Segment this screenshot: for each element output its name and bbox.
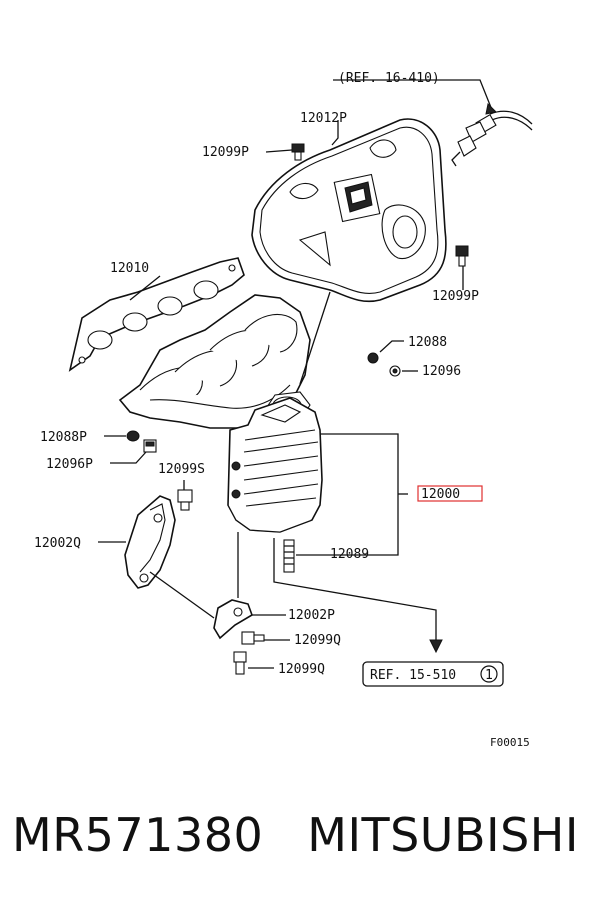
- label-12002Q: 12002Q: [34, 536, 81, 551]
- ref-label-bottom-number: 1: [485, 668, 493, 683]
- stud-12089: [283, 539, 295, 573]
- highlight-box-12000: [417, 485, 483, 502]
- label-12099P-right: 12099P: [432, 289, 479, 304]
- washer-12096: [389, 365, 401, 377]
- bolt-12099P-right: [455, 245, 469, 267]
- label-12099P-top: 12099P: [202, 145, 249, 160]
- exhaust-manifold: [118, 294, 311, 429]
- exploded-parts-diagram: (REF. 16-410) 12012P 12099P 12099P 12010…: [34, 71, 533, 749]
- label-12088P: 12088P: [40, 430, 87, 445]
- brand-name: MITSUBISHI: [307, 808, 579, 862]
- label-12088: 12088: [408, 335, 447, 350]
- label-12099Q-a: 12099Q: [294, 633, 341, 648]
- bracket-12002Q: [124, 495, 176, 589]
- oxygen-sensor: [333, 79, 533, 167]
- nut-12088: [367, 352, 379, 364]
- nut-12088P: [126, 430, 140, 442]
- bolt-12099Q-b: [233, 651, 247, 675]
- bolt-12099S: [177, 489, 193, 511]
- ref-label-top: (REF. 16-410): [338, 71, 440, 86]
- label-12099S: 12099S: [158, 462, 205, 477]
- label-12000: 12000: [421, 487, 460, 502]
- heat-shield: [251, 118, 447, 303]
- label-12010: 12010: [110, 261, 149, 276]
- label-12002P: 12002P: [288, 608, 335, 623]
- bracket-12002P: [213, 599, 253, 640]
- part-number: MR571380: [12, 808, 264, 862]
- bolt-12099P-top: [291, 143, 305, 161]
- label-12099Q-b: 12099Q: [278, 662, 325, 677]
- bolt-12099Q-a: [241, 631, 265, 645]
- leader-lines: [98, 120, 464, 669]
- part-caption: MR571380 MITSUBISHI: [12, 808, 592, 862]
- gasket: [68, 257, 245, 372]
- label-12089: 12089: [330, 547, 369, 562]
- label-12012P: 12012P: [300, 111, 347, 126]
- label-12096: 12096: [422, 364, 461, 379]
- catalytic-converter: [227, 397, 323, 533]
- label-12096P: 12096P: [46, 457, 93, 472]
- figure-code: F00015: [490, 736, 530, 749]
- ref-box-bottom: REF. 15-510 1: [362, 661, 504, 687]
- washer-12096P: [143, 439, 157, 453]
- ref-label-bottom: REF. 15-510: [370, 668, 456, 683]
